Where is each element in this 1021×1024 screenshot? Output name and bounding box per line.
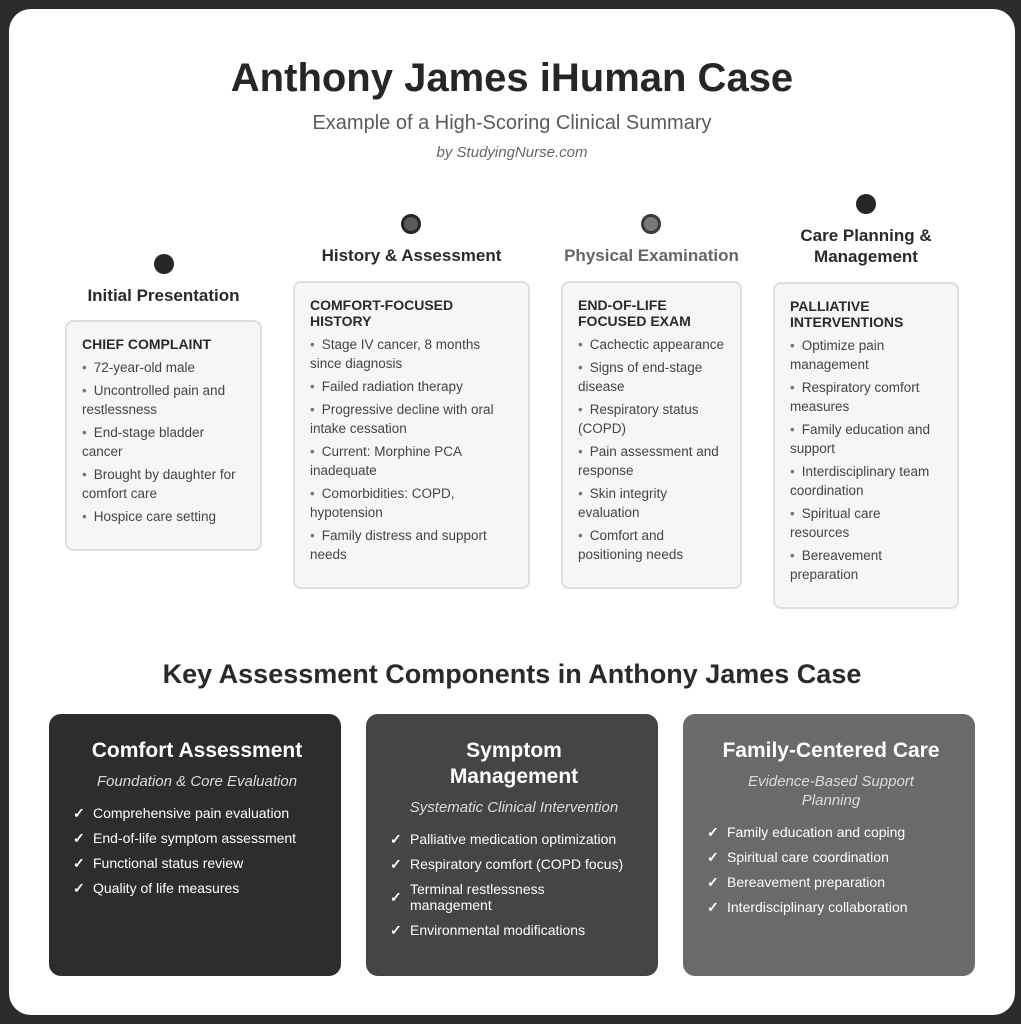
list-item: Family distress and support needs (310, 526, 513, 564)
list-item: End-stage bladder cancer (82, 423, 245, 461)
list-item: Bereavement preparation (790, 546, 942, 584)
card-heading: END-OF-LIFE FOCUSED EXAM (578, 297, 691, 329)
stage-title-physical-examination: Physical Examination (564, 246, 739, 265)
checklist-item-text: Family education and coping (727, 824, 906, 840)
list-item: Pain assessment and response (578, 442, 725, 480)
check-icon: ✓ (73, 830, 85, 846)
checklist-item: ✓ Respiratory comfort (COPD focus) (390, 856, 638, 872)
panel-title: Family-Centered Care (722, 739, 940, 762)
checklist-item-text: Spiritual care coordination (727, 849, 889, 865)
page-subtitle: Example of a High-Scoring Clinical Summa… (312, 112, 712, 134)
stage-card-care-planning: PALLIATIVE INTERVENTIONS Optimize pain m… (773, 282, 959, 609)
list-item: 72-year-old male (82, 358, 245, 377)
check-icon: ✓ (707, 899, 719, 915)
list-item: Signs of end-stage disease (578, 358, 725, 396)
checklist-item-text: Terminal restlessness management (410, 881, 545, 913)
list-item: Comorbidities: COPD, hypotension (310, 484, 513, 522)
checklist-item-text: Bereavement preparation (727, 874, 885, 890)
timeline-dot-4 (856, 194, 876, 214)
stage-card-initial-presentation: CHIEF COMPLAINT 72-year-old male Uncontr… (65, 320, 262, 551)
list-item: Interdisciplinary team coordination (790, 462, 942, 500)
list-item: Stage IV cancer, 8 months since diagnosi… (310, 335, 513, 373)
checklist-item: ✓ Palliative medication optimization (390, 831, 638, 847)
panel-title: Comfort Assessment (91, 739, 303, 762)
list-item: Family education and support (790, 420, 942, 458)
timeline-dot-2 (401, 214, 421, 234)
list-item: Optimize pain management (790, 336, 942, 374)
list-item: Failed radiation therapy (310, 377, 513, 396)
card-heading: CHIEF COMPLAINT (82, 336, 212, 352)
checklist-item-text: Quality of life measures (93, 880, 240, 896)
list-item: Progressive decline with oral intake ces… (310, 400, 513, 438)
checklist-item: ✓ Interdisciplinary collaboration (707, 899, 955, 915)
checklist-item: ✓ Bereavement preparation (707, 874, 955, 890)
checklist-item-text: End-of-life symptom assessment (93, 830, 297, 846)
list-item: Spiritual care resources (790, 504, 942, 542)
checklist-item: ✓ Comprehensive pain evaluation (73, 805, 321, 821)
summary-sheet: Anthony James iHuman Case Example of a H… (9, 9, 1015, 1015)
list-item: Respiratory comfort measures (790, 378, 942, 416)
stage-title-history-assessment: History & Assessment (321, 246, 502, 265)
checklist-item-text: Respiratory comfort (COPD focus) (410, 856, 624, 872)
list-item: Respiratory status (COPD) (578, 400, 725, 438)
checklist-item: ✓ Terminal restlessness management (390, 881, 638, 913)
check-icon: ✓ (390, 889, 402, 905)
checklist-item: ✓ Environmental modifications (390, 922, 638, 938)
list-item: Uncontrolled pain and restlessness (82, 381, 245, 419)
check-icon: ✓ (707, 849, 719, 865)
checklist-item: ✓ Spiritual care coordination (707, 849, 955, 865)
check-icon: ✓ (73, 855, 85, 871)
checklist-item-text: Environmental modifications (410, 922, 586, 938)
check-icon: ✓ (390, 922, 402, 938)
list-item: Current: Morphine PCA inadequate (310, 442, 513, 480)
list-item: Hospice care setting (82, 507, 245, 526)
checklist-item-text: Comprehensive pain evaluation (93, 805, 290, 821)
page-title: Anthony James iHuman Case (230, 56, 794, 100)
check-icon: ✓ (707, 824, 719, 840)
checklist-item: ✓ End-of-life symptom assessment (73, 830, 321, 846)
list-item: Comfort and positioning needs (578, 526, 725, 564)
check-icon: ✓ (390, 831, 402, 847)
checklist-item-text: Interdisciplinary collaboration (727, 899, 908, 915)
check-icon: ✓ (73, 880, 85, 896)
panel-family-centered-care: Family-Centered Care Evidence-Based Supp… (683, 714, 975, 976)
panel-title: Symptom Management (449, 739, 579, 788)
stage-title-care-planning: Care Planning & Management (800, 226, 932, 266)
panel-tagline: Systematic Clinical Intervention (409, 799, 619, 816)
check-icon: ✓ (73, 805, 85, 821)
panel-comfort-assessment: Comfort Assessment Foundation & Core Eva… (49, 714, 341, 976)
checklist-item: ✓ Functional status review (73, 855, 321, 871)
checklist-item: ✓ Quality of life measures (73, 880, 321, 896)
card-heading: COMFORT-FOCUSED HISTORY (310, 297, 454, 329)
check-icon: ✓ (707, 874, 719, 890)
list-item: Brought by daughter for comfort care (82, 465, 245, 503)
stage-title-initial-presentation: Initial Presentation (87, 286, 240, 305)
list-item: Skin integrity evaluation (578, 484, 725, 522)
checklist-item-text: Palliative medication optimization (410, 831, 617, 847)
panel-tagline: Foundation & Core Evaluation (96, 773, 298, 790)
check-icon: ✓ (390, 856, 402, 872)
timeline-dot-1 (154, 254, 174, 274)
stage-card-history-assessment: COMFORT-FOCUSED HISTORY Stage IV cancer,… (293, 281, 530, 589)
section-title: Key Assessment Components in Anthony Jam… (162, 659, 862, 689)
timeline-dot-3 (641, 214, 661, 234)
byline: by StudyingNurse.com (436, 144, 588, 161)
panel-symptom-management: Symptom Management Systematic Clinical I… (366, 714, 658, 976)
card-heading: PALLIATIVE INTERVENTIONS (790, 298, 904, 330)
stage-card-physical-examination: END-OF-LIFE FOCUSED EXAM Cachectic appea… (561, 281, 742, 589)
checklist-item: ✓ Family education and coping (707, 824, 955, 840)
list-item: Cachectic appearance (578, 335, 725, 354)
checklist-item-text: Functional status review (93, 855, 244, 871)
panel-tagline: Evidence-Based Support Planning (748, 773, 914, 809)
